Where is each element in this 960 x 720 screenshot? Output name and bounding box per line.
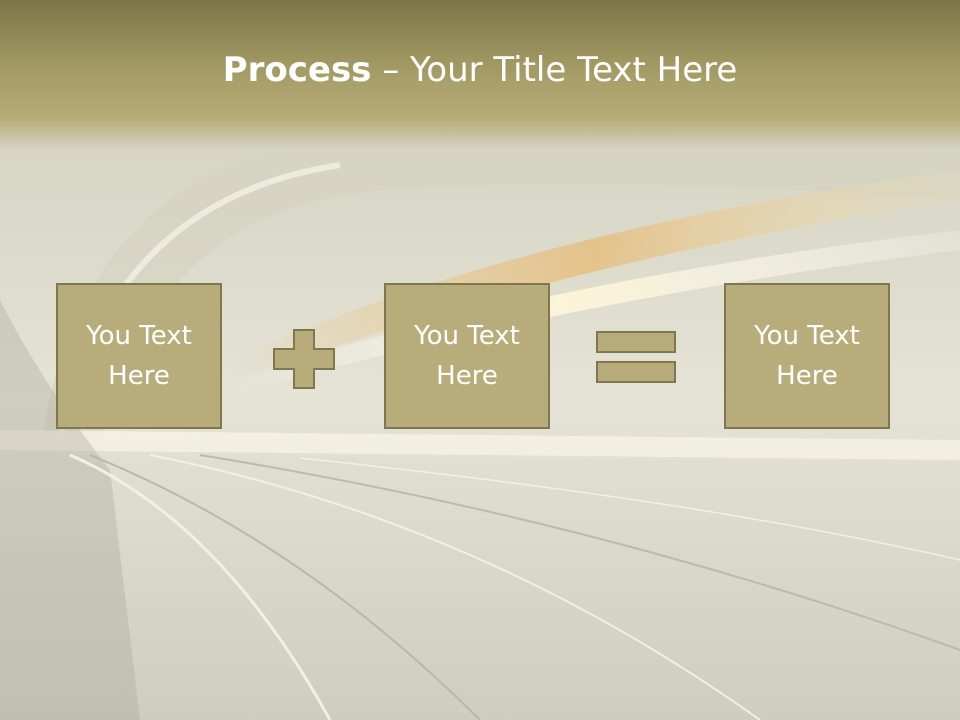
process-box-2-text: You Text Here [414,321,520,391]
title-bold-part: Process [222,50,372,90]
slide-title: Process – Your Title Text Here [0,50,960,90]
process-box-1-text: You Text Here [86,321,192,391]
title-band [0,0,960,150]
process-box-3[interactable]: You Text Here [724,283,890,429]
process-box-2[interactable]: You Text Here [384,283,550,429]
process-box-3-text: You Text Here [754,321,860,391]
title-rest-part: – Your Title Text Here [371,50,738,90]
plus-icon [273,329,335,389]
equals-icon [596,331,676,383]
process-box-1[interactable]: You Text Here [56,283,222,429]
